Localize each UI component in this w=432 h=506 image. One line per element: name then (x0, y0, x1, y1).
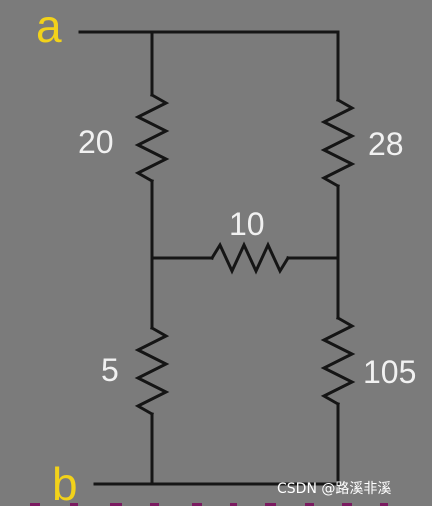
node-a-label: a (36, 0, 62, 52)
resistor-105-label: 105 (363, 354, 416, 390)
resistor-5 (134, 325, 170, 417)
resistor-28 (320, 97, 356, 189)
resistor-20 (134, 92, 170, 184)
resistor-5-label: 5 (101, 352, 119, 388)
resistor-105 (320, 315, 356, 407)
resistor-10 (209, 241, 291, 275)
bottom-strip (0, 500, 432, 506)
resistor-20-label: 20 (78, 124, 114, 160)
bottom-strip-dots (30, 503, 388, 506)
resistor-10-label: 10 (229, 206, 265, 242)
node-b-label: b (52, 458, 78, 506)
resistor-28-label: 28 (368, 126, 404, 162)
csdn-watermark: CSDN @路溪非溪 (277, 481, 391, 497)
